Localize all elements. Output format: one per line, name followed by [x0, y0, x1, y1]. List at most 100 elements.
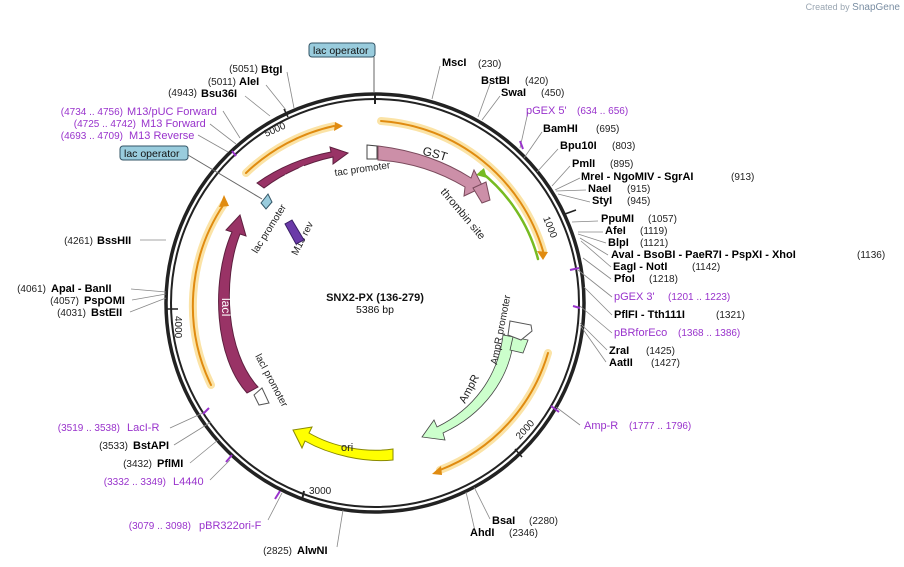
site-bsshii-pos: (4261) — [64, 236, 93, 247]
primer-pbrforeco[interactable]: pBRforEco — [614, 327, 667, 339]
site-apai-group[interactable]: ApaI - BanII — [51, 283, 112, 295]
site-blpi[interactable]: BlpI — [608, 237, 629, 249]
site-bsteii[interactable]: BstEII — [91, 307, 122, 319]
site-bsai-pos: (2280) — [529, 516, 558, 527]
tick-mark-2000 — [514, 448, 523, 458]
site-pspomi-pos: (4057) — [50, 296, 79, 307]
site-alei[interactable]: AleI — [239, 76, 259, 88]
plasmid-name: SNX2-PX (136-279) — [326, 292, 424, 304]
site-ahdi-pos: (2346) — [509, 528, 538, 539]
credit-prefix: Created by — [805, 2, 850, 12]
site-msci[interactable]: MscI — [442, 57, 466, 69]
laci-promoter-arrow[interactable] — [253, 387, 270, 406]
lacza-feature[interactable] — [256, 146, 350, 189]
site-avai-group[interactable]: AvaI - BsoBI - PaeR7I - PspXI - XhoI — [611, 249, 796, 261]
site-bsshii[interactable]: BssHII — [97, 235, 131, 247]
leader-lines — [129, 65, 613, 548]
orf-lacz-arrowhead — [334, 122, 343, 131]
site-ppumi[interactable]: PpuMI — [601, 213, 634, 225]
primer-amp-r-pos: (1777 .. 1796) — [629, 421, 691, 432]
site-avai-group-pos: (1136) — [857, 250, 885, 261]
primer-pgex3[interactable]: pGEX 3' — [614, 291, 655, 303]
orf-gst-arrowhead — [537, 251, 548, 260]
primer-m13rev-pos: (4693 .. 4709) — [61, 131, 123, 142]
site-btgi[interactable]: BtgI — [261, 64, 282, 76]
orf-gst-line — [380, 120, 544, 252]
site-zrai[interactable]: ZraI — [609, 345, 629, 357]
tick-mark-1000 — [564, 209, 577, 215]
site-swai-pos: (450) — [541, 88, 564, 99]
lac-operator-left-leader — [187, 154, 263, 200]
site-alwni[interactable]: AlwNI — [297, 545, 328, 557]
site-bpu10i[interactable]: Bpu10I — [560, 140, 597, 152]
primer-m13fwd[interactable]: M13 Forward — [141, 118, 206, 130]
site-aatii-pos: (1427) — [651, 358, 680, 369]
primer-m13puc[interactable]: M13/pUC Forward — [127, 106, 217, 118]
primer-pbr322ori[interactable]: pBR322ori-F — [199, 520, 262, 532]
lac-operator-feature — [260, 193, 273, 210]
laci-label: lacI — [219, 298, 233, 317]
site-eagi-group-pos: (1142) — [692, 262, 720, 273]
site-bstapi[interactable]: BstAPI — [133, 440, 169, 452]
ampr-feature[interactable] — [421, 334, 515, 441]
site-alei-pos: (5011) — [208, 77, 236, 88]
primer-m13rev[interactable]: M13 Reverse — [129, 130, 194, 142]
site-bsteii-pos: (4031) — [57, 308, 86, 319]
site-afei-pos: (1119) — [640, 226, 667, 237]
site-pfoi-pos: (1218) — [649, 274, 678, 285]
orf-lacz-line — [245, 125, 335, 174]
orf-ampr-line — [439, 352, 549, 471]
site-alwni-pos: (2825) — [263, 546, 292, 557]
site-naei[interactable]: NaeI — [588, 183, 611, 195]
site-styi[interactable]: StyI — [592, 195, 612, 207]
primer-pgex5[interactable]: pGEX 5' — [526, 105, 567, 117]
lac-operator-top-label: lac operator — [313, 45, 369, 57]
site-aatii[interactable]: AatII — [609, 357, 633, 369]
ori-feature[interactable] — [292, 426, 394, 462]
site-bamhi[interactable]: BamHI — [543, 123, 578, 135]
site-blpi-pos: (1121) — [640, 238, 668, 249]
credit: Created by SnapGene — [806, 2, 900, 13]
site-swai[interactable]: SwaI — [501, 87, 526, 99]
left-site-labels: (5051) BtgI (5011) AleI (4943) Bsu36I (4… — [17, 64, 327, 557]
m13-rev-primer — [284, 219, 305, 245]
thrombin-site-feature[interactable] — [472, 181, 491, 204]
site-mrei-group[interactable]: MreI - NgoMIV - SgrAI — [581, 171, 693, 183]
orf-bands — [188, 117, 552, 474]
site-styi-pos: (945) — [627, 196, 650, 207]
site-bpu10i-pos: (803) — [612, 141, 635, 152]
site-pflmi[interactable]: PflMI — [157, 458, 183, 470]
site-pflfi-group[interactable]: PflFI - Tth111I — [614, 309, 685, 321]
primer-l4440[interactable]: L4440 — [173, 476, 204, 488]
laci-feature[interactable] — [218, 214, 259, 394]
snapgene-brand: SnapGene — [852, 2, 900, 13]
primer-laci-r-pos: (3519 .. 3538) — [58, 423, 120, 434]
site-pfoi[interactable]: PfoI — [614, 273, 635, 285]
site-afei[interactable]: AfeI — [605, 225, 626, 237]
lac-promoter-label: lac promoter — [250, 202, 289, 256]
tac-promoter-feature — [366, 144, 378, 160]
site-pspomi[interactable]: PspOMI — [84, 295, 125, 307]
tick-label-1000: 1000 — [540, 215, 559, 240]
ampr-promoter-arrow[interactable] — [507, 320, 533, 341]
site-bstbi[interactable]: BstBI — [481, 75, 510, 87]
ori-label: ori — [341, 442, 353, 454]
lac-operator-boxes: lac operator lac operator — [119, 42, 376, 200]
site-bsu36i-pos: (4943) — [168, 88, 197, 99]
site-pmli[interactable]: PmlI — [572, 158, 595, 170]
lac-operator-left-box — [119, 145, 189, 161]
lac-operator-top-box — [308, 42, 376, 58]
orf-green-line — [479, 170, 540, 261]
primer-m13puc-pos: (4734 .. 4756) — [61, 107, 123, 118]
site-eagi-group[interactable]: EagI - NotI — [613, 261, 667, 273]
primer-amp-r[interactable]: Amp-R — [584, 420, 618, 432]
site-bsu36i[interactable]: Bsu36I — [201, 88, 237, 100]
site-bamhi-pos: (695) — [596, 124, 619, 135]
lac-operator-left-label: lac operator — [124, 148, 180, 160]
primer-laci-r[interactable]: LacI-R — [127, 422, 159, 434]
site-pflfi-group-pos: (1321) — [716, 310, 745, 321]
site-ahdi[interactable]: AhdI — [470, 527, 494, 539]
site-bsai[interactable]: BsaI — [492, 515, 515, 527]
site-ppumi-pos: (1057) — [648, 214, 677, 225]
